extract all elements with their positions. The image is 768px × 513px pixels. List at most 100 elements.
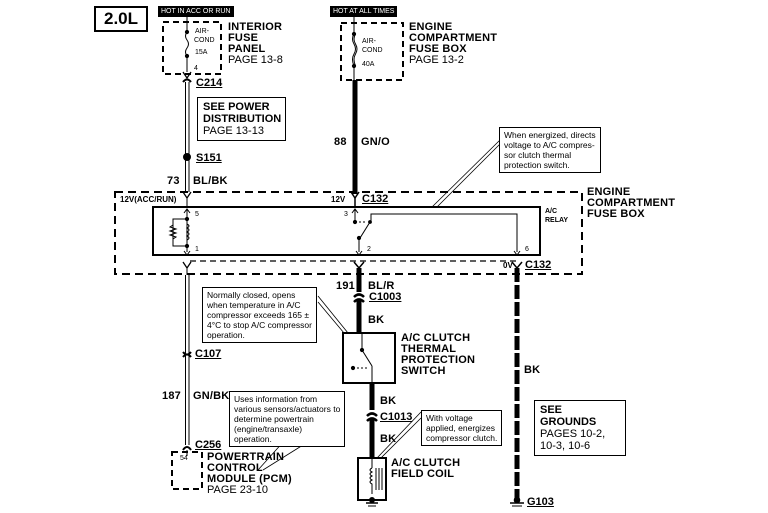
relay-resistor bbox=[168, 224, 178, 240]
pcm-note-line: (engine/transaxle) bbox=[234, 424, 303, 434]
thermal-switch-label-4: SWITCH bbox=[401, 365, 446, 377]
relay-pin-1: 1 bbox=[195, 246, 199, 253]
c1003-connector-symbol bbox=[353, 293, 365, 298]
voltage-top: 12V bbox=[331, 195, 346, 204]
c256-connector-symbol bbox=[182, 446, 192, 451]
interior-fuse-pin: 4 bbox=[194, 65, 198, 72]
wire-187-circuit: 187 bbox=[162, 390, 181, 402]
clutch-note-line: compressor clutch. bbox=[426, 433, 498, 443]
ground-g103: G103 bbox=[527, 496, 554, 508]
connector-c107: C107 bbox=[195, 348, 222, 360]
power-label-all-times: HOT AT ALL TIMES bbox=[330, 6, 398, 17]
pcm-label-2: CONTROL bbox=[207, 462, 263, 474]
field-coil-symbol bbox=[369, 467, 374, 494]
wire-bk-3: BK bbox=[524, 364, 541, 376]
thermal-switch-box bbox=[342, 332, 396, 384]
wire-bk-4: BK bbox=[380, 433, 397, 445]
clutch-note-line: applied, energizes bbox=[426, 423, 495, 433]
power-label-acc-run: HOT IN ACC OR RUN bbox=[158, 6, 234, 17]
clutch-coil-note: With voltage applied, energizes compress… bbox=[421, 410, 503, 446]
relay-label-2: RELAY bbox=[545, 217, 569, 224]
pcm-page[interactable]: PAGE 23-10 bbox=[207, 484, 268, 496]
interior-fuse-name-2: COND bbox=[194, 37, 215, 44]
pcm-label-3: MODULE (PCM) bbox=[207, 473, 292, 485]
interior-fuse-panel-box bbox=[162, 21, 222, 75]
thermal-note-line: when temperature in A/C bbox=[207, 300, 301, 310]
relay-pin-3: 3 bbox=[344, 211, 348, 218]
relay-enclosure-title-1: ENGINE bbox=[587, 186, 631, 198]
wire-187-color: GN/BK bbox=[193, 390, 230, 402]
pcm-note: Uses information from various sensors/ac… bbox=[229, 391, 346, 447]
relay-note-line: voltage to A/C compres- bbox=[504, 140, 595, 150]
see-power-page: PAGE 13-13 bbox=[203, 125, 264, 137]
pcm-pin: 54 bbox=[180, 455, 188, 462]
engine-fuse-name-2: COND bbox=[362, 47, 383, 54]
pcm-note-line: Uses information from bbox=[234, 394, 318, 404]
see-grounds-line: 10-3, 10-6 bbox=[540, 440, 591, 452]
connector-c132-bottom: C132 bbox=[525, 259, 552, 271]
thermal-switch-label-1: A/C CLUTCH bbox=[401, 332, 471, 344]
field-coil-ground-icon bbox=[366, 497, 378, 507]
engine-fuse-box-title-3: FUSE BOX bbox=[409, 43, 467, 55]
engine-fuse-rating: 40A bbox=[362, 61, 375, 68]
connector-c214: C214 bbox=[196, 77, 223, 89]
wire-73-color: BL/BK bbox=[193, 175, 228, 187]
pcm-label-1: POWERTRAIN bbox=[207, 451, 285, 463]
pcm-note-line: various sensors/actuators to bbox=[234, 404, 341, 414]
wire-bk-1: BK bbox=[368, 314, 385, 326]
relay-coil bbox=[185, 223, 190, 241]
field-coil-label-1: A/C CLUTCH bbox=[391, 457, 461, 469]
c214-connector-symbol bbox=[182, 78, 192, 83]
s151-splice bbox=[183, 153, 191, 161]
engine-fuse-name-1: AIR- bbox=[362, 38, 376, 45]
c1013-connector-symbol bbox=[366, 412, 378, 417]
thermal-note-line: 4°C to stop A/C compressor bbox=[207, 320, 312, 330]
relay-pin-2: 2 bbox=[367, 246, 371, 253]
splice-s151: S151 bbox=[196, 152, 222, 164]
g103-ground-icon bbox=[510, 496, 524, 507]
engine-fuse-box-page[interactable]: PAGE 13-2 bbox=[409, 54, 464, 66]
see-grounds-box[interactable]: SEE GROUNDS PAGES 10-2, 10-3, 10-6 bbox=[534, 400, 626, 456]
pcm-note-line: operation. bbox=[234, 434, 272, 444]
see-power-distribution-box[interactable]: SEE POWER DISTRIBUTION PAGE 13-13 bbox=[197, 97, 286, 141]
see-power-title-2: DISTRIBUTION bbox=[203, 113, 282, 125]
thermal-switch-note: Normally closed, opens when temperature … bbox=[202, 287, 317, 343]
pcm-note-line: determine powertrain bbox=[234, 414, 314, 424]
wire-191-circuit: 191 bbox=[336, 280, 355, 292]
field-coil-label-2: FIELD COIL bbox=[391, 468, 455, 480]
connector-c1013: C1013 bbox=[380, 411, 413, 423]
wire-bk-2: BK bbox=[380, 395, 397, 407]
relay-note-line: sor clutch thermal bbox=[504, 150, 572, 160]
relay-enclosure-title-2: COMPARTMENT bbox=[587, 197, 676, 209]
relay-enclosure-title-3: FUSE BOX bbox=[587, 208, 645, 220]
a-c-relay-box bbox=[152, 206, 541, 256]
connector-c1003: C1003 bbox=[369, 291, 402, 303]
thermal-note-line: Normally closed, opens bbox=[207, 290, 296, 300]
interior-fuse-symbol bbox=[185, 31, 189, 57]
engine-fuse-symbol bbox=[352, 33, 356, 67]
relay-label-1: A/C bbox=[545, 208, 558, 215]
relay-pin-6: 6 bbox=[525, 246, 529, 253]
engine-fuse-box-title-2: COMPARTMENT bbox=[409, 32, 498, 44]
see-power-title-1: SEE POWER bbox=[203, 101, 270, 113]
wire-88-circuit: 88 bbox=[334, 136, 347, 148]
pcm-box bbox=[171, 451, 203, 490]
relay-pin-5: 5 bbox=[195, 211, 199, 218]
interior-fuse-panel-title-1: INTERIOR bbox=[228, 21, 283, 33]
clutch-note-line: With voltage bbox=[426, 413, 473, 423]
connector-c256: C256 bbox=[195, 439, 222, 451]
relay-enclosure bbox=[114, 191, 583, 275]
voltage-left: 12V(ACC/RUN) bbox=[120, 195, 177, 204]
thermal-switch-label-3: PROTECTION bbox=[401, 354, 476, 366]
wire-73-circuit: 73 bbox=[167, 175, 180, 187]
connector-c132-top: C132 bbox=[362, 193, 389, 205]
interior-fuse-name-1: AIR- bbox=[195, 28, 209, 35]
engine-size-badge: 2.0L bbox=[94, 6, 148, 32]
interior-fuse-panel-page[interactable]: PAGE 13-8 bbox=[228, 54, 283, 66]
interior-fuse-panel-title-2: FUSE bbox=[228, 32, 259, 44]
engine-fuse-box-title-1: ENGINE bbox=[409, 21, 453, 33]
relay-note-line: When energized, directs bbox=[504, 130, 596, 140]
thermal-note-line: operation. bbox=[207, 330, 245, 340]
see-grounds-title: SEE GROUNDS bbox=[540, 404, 597, 428]
